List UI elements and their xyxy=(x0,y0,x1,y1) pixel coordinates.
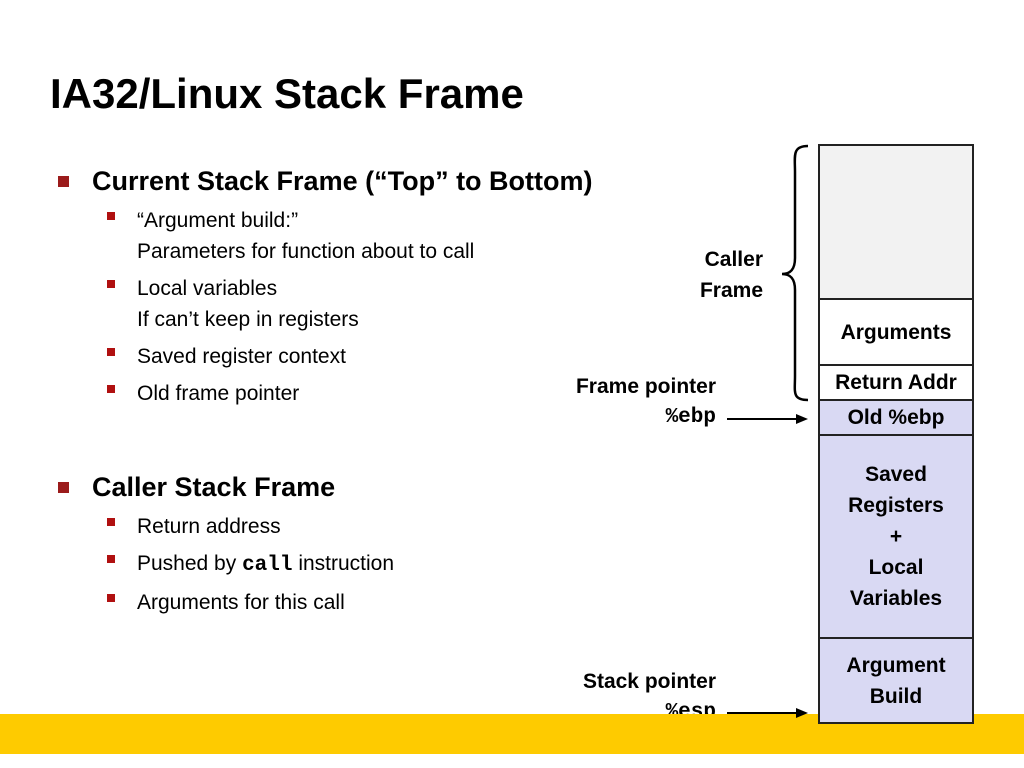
item-text: instruction xyxy=(292,552,395,575)
item-line: Local variables xyxy=(137,277,278,300)
code-call: call xyxy=(242,554,293,577)
caller-frame-label-line: Frame xyxy=(699,279,763,302)
caller-frame-brace-icon xyxy=(781,144,809,402)
caller-frame-label-line: Caller xyxy=(704,248,763,271)
item-line: Return address xyxy=(137,515,281,538)
stack-cell-label-line: Return Addr xyxy=(835,371,957,394)
frame-pointer-text: Frame pointer xyxy=(575,375,716,398)
square-bullet-icon xyxy=(107,385,115,393)
square-bullet-icon xyxy=(107,348,115,356)
item-line: Parameters for function about to call xyxy=(137,240,475,263)
current-frame-section: Current Stack Frame (“Top” to Bottom) “A… xyxy=(55,165,675,409)
stack-pointer-arrow-icon xyxy=(727,708,808,718)
square-bullet-icon xyxy=(58,482,69,493)
stack-cell-arguments: Arguments xyxy=(818,298,974,366)
list-item-argument-build: “Argument build:” Parameters for functio… xyxy=(55,205,675,267)
stack-cell-label-line: Build xyxy=(869,684,923,708)
stack-cell-label: Return Addr xyxy=(835,367,957,398)
square-bullet-icon xyxy=(58,176,69,187)
item-line: Old frame pointer xyxy=(137,382,300,405)
square-bullet-icon xyxy=(107,518,115,526)
square-bullet-icon xyxy=(107,280,115,288)
stack-cell-label-line: Argument xyxy=(846,653,946,677)
stack-cell-label-line: Variables xyxy=(849,587,943,610)
item-line: Pushed by call instruction xyxy=(137,548,675,581)
stack-cell-return-addr: Return Addr xyxy=(818,364,974,401)
square-bullet-icon xyxy=(107,594,115,602)
frame-pointer-arrow-icon xyxy=(727,414,808,424)
stack-cell-label: Arguments xyxy=(841,317,952,348)
stack-cell-label-line: Local xyxy=(868,556,924,579)
slide-title: IA32/Linux Stack Frame xyxy=(50,70,524,117)
list-item-local-variables: Local variables If can’t keep in registe… xyxy=(55,273,675,335)
square-bullet-icon xyxy=(107,555,115,563)
caller-frame-section: Caller Stack Frame Return address Pushed… xyxy=(55,471,675,618)
list-item-old-frame-pointer: Old frame pointer xyxy=(55,378,675,409)
list-item-arguments-for-call: Arguments for this call xyxy=(55,587,675,618)
stack-cell-label-line: Arguments xyxy=(840,320,952,344)
caller-frame-heading: Caller Stack Frame xyxy=(55,471,675,503)
item-line: Saved register context xyxy=(137,345,346,368)
item-text: Pushed by xyxy=(137,552,243,575)
list-item-saved-register-context: Saved register context xyxy=(55,341,675,372)
ebp-register: %ebp xyxy=(665,406,716,429)
stack-cell-label-line: Registers xyxy=(848,494,944,517)
current-frame-heading: Current Stack Frame (“Top” to Bottom) xyxy=(55,165,675,197)
stack-cell-label: Old %ebp xyxy=(848,402,945,433)
frame-pointer-label: Frame pointer %ebp xyxy=(540,371,716,433)
stack-cell-label-line: Old %ebp xyxy=(847,406,945,429)
stack-pointer-text: Stack pointer xyxy=(582,670,716,693)
item-line: Arguments for this call xyxy=(137,591,345,614)
caller-frame-heading-text: Caller Stack Frame xyxy=(92,472,336,502)
current-frame-heading-text: Current Stack Frame (“Top” to Bottom) xyxy=(92,166,593,196)
caller-frame-label: Caller Frame xyxy=(660,244,763,306)
stack-cell-caller-top xyxy=(818,144,974,300)
item-line: If can’t keep in registers xyxy=(137,308,359,331)
stack-cell-label-line: + xyxy=(889,525,903,548)
stack-cell-label-line: Saved xyxy=(865,463,927,486)
square-bullet-icon xyxy=(107,212,115,220)
stack-cell-old-ebp: Old %ebp xyxy=(818,399,974,436)
list-item-pushed-by-call: Pushed by call instruction xyxy=(55,548,675,581)
list-item-return-address: Return address xyxy=(55,511,675,542)
item-line: “Argument build:” xyxy=(137,209,299,232)
